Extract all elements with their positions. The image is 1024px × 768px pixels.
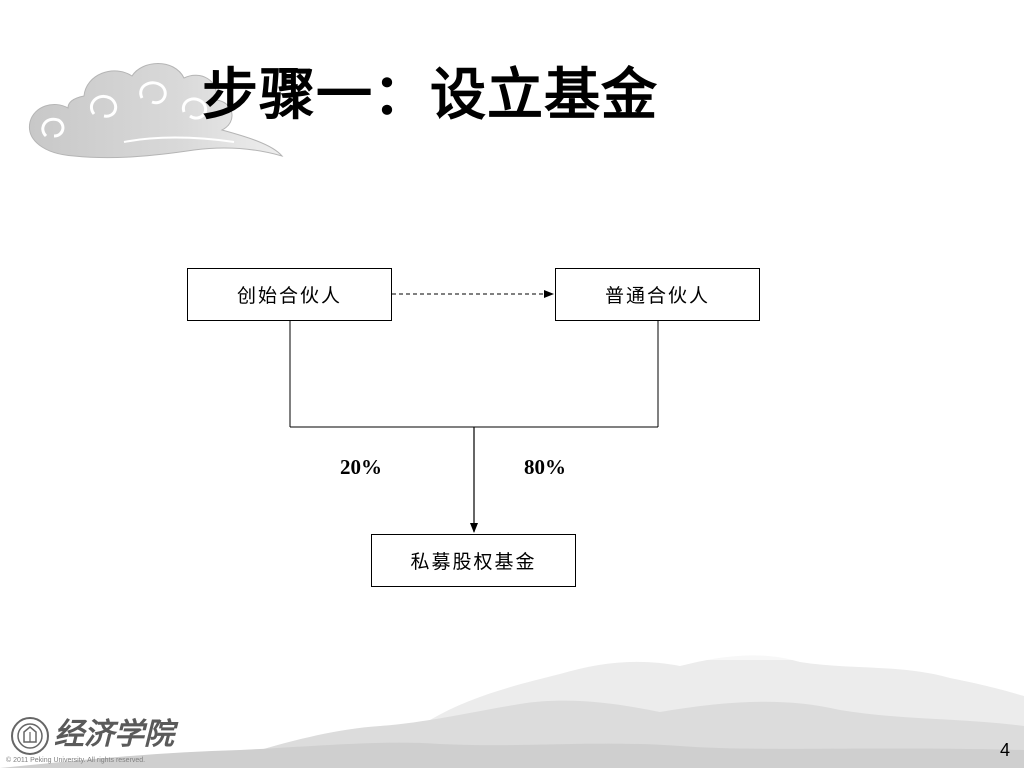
node-founding-partner: 创始合伙人 [187, 268, 392, 321]
page-number: 4 [999, 740, 1010, 760]
node-private-equity-fund: 私募股权基金 [371, 534, 576, 587]
node-founding-partner-label: 创始合伙人 [236, 285, 342, 307]
school-logo: 经济学院 [10, 716, 180, 760]
node-fund-label: 私募股权基金 [410, 551, 537, 573]
slide-title: 步骤一：设立基金 [202, 63, 658, 128]
logo-text: 经济学院 [54, 717, 174, 752]
node-general-partner-label: 普通合伙人 [604, 285, 710, 307]
mountain-backdrop [0, 600, 1024, 768]
node-general-partner: 普通合伙人 [555, 268, 760, 321]
share-label-founding: 20% [340, 455, 382, 479]
university-seal-icon [11, 717, 49, 755]
copyright-text: © 2011 Peking University. All rights res… [6, 757, 146, 764]
cloud-ornament [28, 63, 284, 159]
share-label-general: 80% [524, 455, 566, 479]
